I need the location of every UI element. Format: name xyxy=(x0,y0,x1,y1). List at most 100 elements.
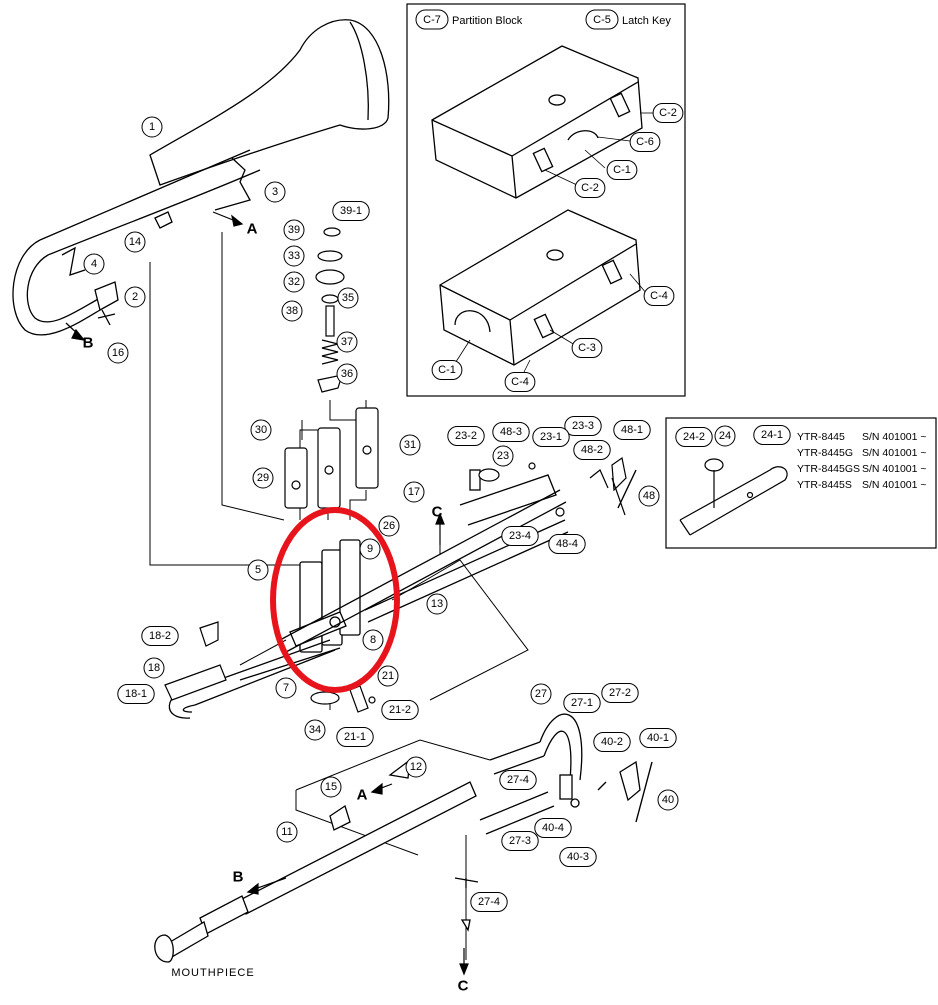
part-label-30: 30 xyxy=(250,419,272,441)
part-label-18-1: 18-1 xyxy=(117,684,155,704)
part-label-3: 3 xyxy=(264,181,286,203)
bell-flare xyxy=(149,19,390,186)
part-label-27-3-text: 27-3 xyxy=(509,835,531,847)
part-label-18-text: 18 xyxy=(148,662,160,674)
bell-inner xyxy=(349,21,369,121)
arrow-letter-C: C xyxy=(458,978,469,995)
pistons xyxy=(284,407,379,509)
highlight-ellipse xyxy=(270,507,400,693)
case-code-C-1-text: C-1 xyxy=(438,364,456,376)
part-label-40-1: 40-1 xyxy=(639,728,677,748)
bell-bow-outer xyxy=(12,239,101,336)
case-upper xyxy=(431,45,643,199)
part-label-48-1: 48-1 xyxy=(613,420,651,440)
part-label-23-3: 23-3 xyxy=(564,416,602,436)
part-label-27-1: 27-1 xyxy=(563,693,601,713)
cap-32 xyxy=(315,269,345,285)
model-name: YTR-8445GS xyxy=(797,463,860,475)
part-label-13: 13 xyxy=(426,593,448,615)
model-serial: S/N 401001 ~ xyxy=(862,479,927,491)
part-label-39-1-text: 39-1 xyxy=(340,205,362,217)
case-code-C-1: C-1 xyxy=(606,160,638,180)
part-label-8: 8 xyxy=(362,629,384,651)
part-label-7: 7 xyxy=(275,677,297,699)
part-label-48-2: 48-2 xyxy=(573,440,611,460)
part-label-40: 40 xyxy=(657,789,679,811)
partition-block-label: Partition Block xyxy=(452,15,523,27)
part-label-18-1-text: 18-1 xyxy=(125,688,147,700)
part-label-37: 37 xyxy=(336,331,358,353)
case-code-C-1: C-1 xyxy=(431,360,463,380)
serial-part-24-2: 24-2 xyxy=(675,427,713,447)
part-label-48-1-text: 48-1 xyxy=(621,424,643,436)
part-label-36-text: 36 xyxy=(341,368,353,380)
part-label-16: 16 xyxy=(107,342,129,364)
part-label-18: 18 xyxy=(143,657,165,679)
part-label-12-text: 12 xyxy=(410,761,422,773)
part-label-13-text: 13 xyxy=(431,598,443,610)
part-label-40-3-text: 40-3 xyxy=(567,851,589,863)
part-label-31: 31 xyxy=(399,434,421,456)
guide-36 xyxy=(317,374,343,393)
bell-section xyxy=(12,19,390,336)
part-label-23-4-text: 23-4 xyxy=(509,530,531,542)
part-label-33: 33 xyxy=(283,245,305,267)
part-label-27-2-text: 27-2 xyxy=(609,687,631,699)
part-label-1: 1 xyxy=(141,116,163,138)
part-label-39: 39 xyxy=(283,219,305,241)
part-label-34: 34 xyxy=(304,719,326,741)
serial-part-24-1-text: 24-1 xyxy=(761,429,783,441)
part-label-26-text: 26 xyxy=(383,520,395,532)
part-label-4-text: 4 xyxy=(91,258,97,270)
part-label-17-text: 17 xyxy=(408,486,420,498)
part-label-17: 17 xyxy=(403,481,425,503)
part-label-27-2: 27-2 xyxy=(601,683,639,703)
valve-caps-stack xyxy=(315,227,345,393)
part-label-26: 26 xyxy=(378,515,400,537)
part-label-12: 12 xyxy=(405,756,427,778)
part-label-9-text: 9 xyxy=(367,543,373,555)
arrow-letter-A: A xyxy=(357,787,368,804)
part-label-27-4: 27-4 xyxy=(470,892,508,912)
part-label-23-1: 23-1 xyxy=(532,427,570,447)
latch-key-label: Latch Key xyxy=(622,15,671,27)
case-code-C-2: C-2 xyxy=(652,103,684,123)
spring-37 xyxy=(321,339,339,365)
part-label-21-2: 21-2 xyxy=(381,700,419,720)
part-label-11-text: 11 xyxy=(281,826,292,838)
part-label-36: 36 xyxy=(336,363,358,385)
clip-14 xyxy=(154,211,173,229)
part-label-38: 38 xyxy=(281,300,303,322)
part-label-32: 32 xyxy=(283,271,305,293)
arrow-markers xyxy=(65,211,469,976)
case-code-C-2-text: C-2 xyxy=(659,107,677,119)
arrow-letter-C: C xyxy=(432,504,443,521)
part-label-38-text: 38 xyxy=(286,305,298,317)
part-label-48-4: 48-4 xyxy=(548,534,586,554)
part-label-35: 35 xyxy=(337,287,359,309)
part-label-21-1-text: 21-1 xyxy=(344,731,366,743)
part-label-23-3-text: 23-3 xyxy=(572,420,594,432)
part-label-14: 14 xyxy=(124,231,146,253)
part-label-40-4: 40-4 xyxy=(534,818,572,838)
latch-key-code: C-5 xyxy=(593,14,611,26)
bell-tail xyxy=(94,281,119,311)
part-label-1-text: 1 xyxy=(149,121,155,133)
bell-tube-top xyxy=(39,149,251,241)
part-label-40-1-text: 40-1 xyxy=(647,732,669,744)
part-label-30-text: 30 xyxy=(255,424,267,436)
part-label-40-2-text: 40-2 xyxy=(601,736,623,748)
case-lower xyxy=(439,209,641,366)
part-label-31-text: 31 xyxy=(404,439,416,451)
bell-tube-bottom xyxy=(47,169,261,256)
case-code-C-3: C-3 xyxy=(571,338,603,358)
case-inset: C-7 Partition Block C-5 Latch Key C-2C-6… xyxy=(406,3,686,397)
part-label-27-4: 27-4 xyxy=(499,770,537,790)
brace-3 xyxy=(214,157,251,211)
part-label-23: 23 xyxy=(492,445,514,467)
cap-39-1 xyxy=(323,227,341,237)
